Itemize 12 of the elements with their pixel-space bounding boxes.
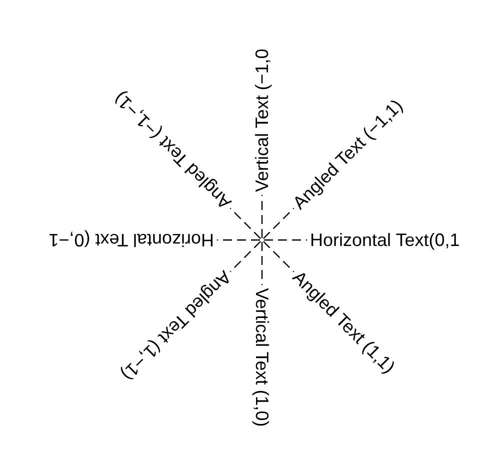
leader-line: [261, 195, 263, 238]
leader-line: [264, 239, 307, 241]
rotated-text: Horizontal Text(0,1: [310, 230, 460, 250]
leader-line: [230, 241, 261, 272]
rotated-text: Vertical Text (1,0): [252, 288, 272, 427]
rotated-text: Vertical Text (−1,0: [252, 48, 272, 192]
leader-line: [263, 208, 294, 239]
leader-line: [217, 239, 260, 241]
leader-line: [263, 241, 294, 272]
leader-line: [261, 242, 263, 285]
leader-line: [230, 208, 261, 239]
rotated-text: Horizontal Text (0,−1: [48, 230, 214, 250]
